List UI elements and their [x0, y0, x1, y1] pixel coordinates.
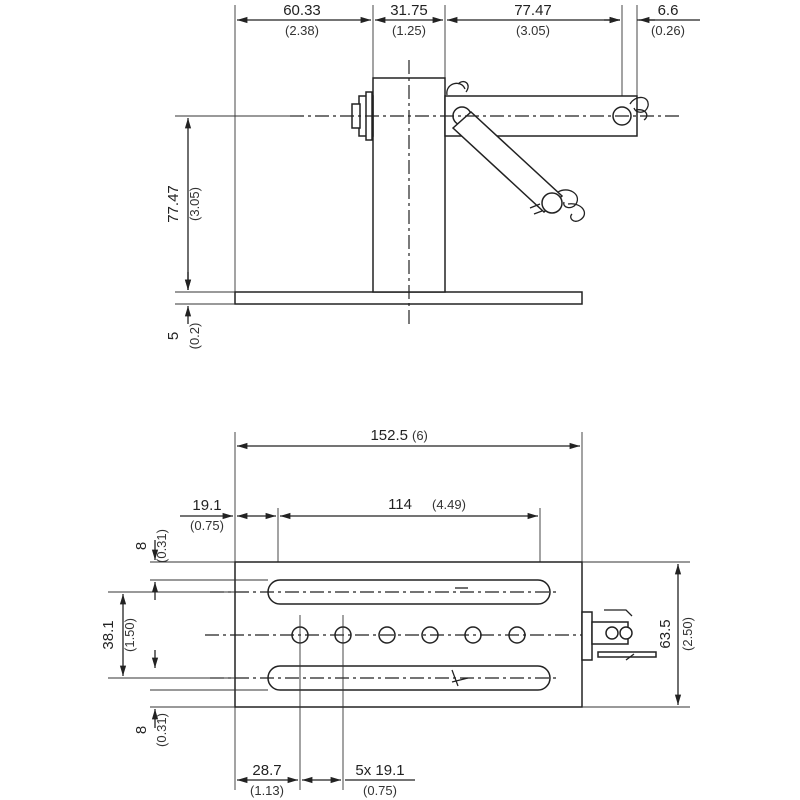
dim-77-inch: (3.05): [516, 23, 550, 38]
dim-slot-value: 114: [388, 496, 412, 513]
dim-60-inch: (2.38): [285, 23, 319, 38]
dim-plate-height-inch: (2.50): [680, 617, 695, 651]
dim-slot-inch: (4.49): [432, 497, 466, 512]
arm-mechanism-top: [581, 609, 657, 661]
dim-hole-pitch-inch: (0.75): [363, 783, 397, 798]
dim-77-value: 77.47: [514, 2, 552, 19]
dim-6-value: 6.6: [658, 2, 679, 19]
dim-overall-value: 152.5: [370, 427, 408, 444]
dim-height-value: 77.47: [165, 185, 182, 223]
dim-height-inch: (3.05): [187, 187, 202, 221]
dim-plate-height-value: 63.5: [657, 619, 674, 648]
dim-base-inch: (0.2): [187, 323, 202, 350]
side-view: 60.33 (2.38) 31.75 (1.25) 77.47 (3.05) 6…: [165, 2, 700, 349]
dim-hole-pitch-value: 5x 19.1: [355, 762, 404, 779]
dim-edge-bottom-value: 8: [133, 726, 150, 734]
dim-slot-spacing-inch: (1.50): [122, 618, 137, 652]
dim-edge-top-inch: (0.31): [154, 529, 169, 563]
top-view: 152.5 (6) 19.1 (0.75) 114 (4.49): [100, 427, 695, 798]
dim-overall-inch: (6): [412, 428, 428, 443]
dim-slot-spacing-value: 38.1: [100, 620, 117, 649]
dim-first-hole-inch: (1.13): [250, 783, 284, 798]
dim-60-value: 60.33: [283, 2, 321, 19]
dim-offset-value: 19.1: [192, 497, 221, 514]
diagonal-arm: [451, 110, 585, 222]
dim-31-inch: (1.25): [392, 23, 426, 38]
dim-first-hole-value: 28.7: [252, 762, 281, 779]
dim-base-value: 5: [165, 332, 182, 340]
dim-offset-inch: (0.75): [190, 518, 224, 533]
dim-edge-top-value: 8: [133, 542, 150, 550]
dim-edge-bottom-inch: (0.31): [154, 713, 169, 747]
dim-6-inch: (0.26): [651, 23, 685, 38]
dim-31-value: 31.75: [390, 2, 428, 19]
